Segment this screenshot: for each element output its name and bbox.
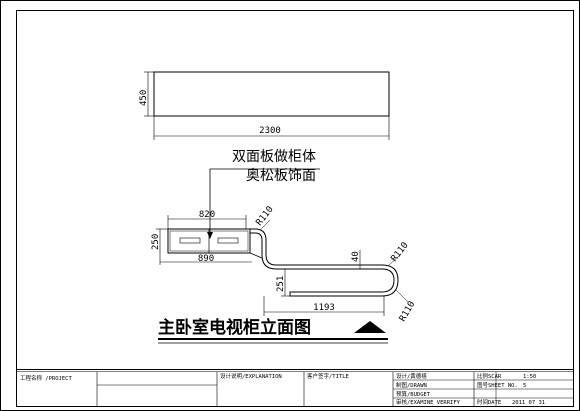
tb-design-label: 设计/黄德禧 (396, 372, 427, 380)
material-note-line1: 双面板做柜体 (232, 149, 316, 165)
plan-radius-dim-2: R110 (389, 241, 410, 264)
tb-scale-value: 1:50 (523, 374, 536, 380)
tb-client-label: 客户签字/TITLE (307, 372, 349, 380)
front-width-dim: 2300 (259, 126, 281, 136)
tb-date-label: 时间DATE (477, 398, 501, 406)
drawer-handle-right (217, 237, 239, 244)
plan-step-dim: 251 (276, 276, 286, 292)
bent-board-outer (250, 228, 399, 297)
sheet-inner-border (16, 10, 574, 407)
tb-budget-label: 预算/BUDGET (396, 390, 431, 398)
drawing-title: 主卧室电视柜立面图 (158, 317, 311, 338)
tb-sheet-label: 图号SHEET NO. (477, 381, 518, 389)
tb-sheet-value: 5 (523, 383, 526, 389)
plan-length-dim: 1193 (313, 303, 335, 313)
note-leader-arrow (207, 232, 213, 239)
plan-left-dim: 250 (151, 234, 161, 250)
drawer-handle-left (179, 237, 201, 244)
plan-bottom-dim: 890 (198, 254, 214, 264)
plan-mid-dim: 40 (351, 251, 361, 262)
plan-view: 820 250 890 R110 R110 R110 40 251 1193 (151, 205, 417, 324)
tb-project-label: 工程名称 /PROJECT (20, 374, 72, 382)
tb-verify-label: 审核/EXAMINE VERRIFY (396, 398, 461, 406)
plan-radius-dim-3: R110 (398, 300, 418, 324)
tb-date-value: 2011 07 31 (512, 400, 545, 406)
drawing-title-block: 主卧室电视柜立面图 (158, 317, 388, 344)
tb-explanation-label: 设计说明/EXPLANATION (220, 372, 282, 380)
tb-scale-label: 比例SCAR (477, 372, 502, 380)
front-view: 450 2300 (139, 71, 390, 140)
note-leader-line (209, 168, 320, 236)
cabinet-front-outline (153, 71, 390, 117)
plan-radius-dim-1: R110 (254, 205, 275, 228)
front-height-dim: 450 (139, 90, 149, 106)
material-note-line2: 奥松板饰面 (246, 167, 316, 184)
tb-drawn-label: 制图/DRAWN (396, 381, 427, 389)
material-notes: 双面板做柜体 奥松板饰面 (207, 149, 320, 239)
plan-top-dim: 820 (199, 210, 215, 220)
section-arrow-icon (354, 321, 386, 333)
title-block: 工程名称 /PROJECT 设计说明/EXPLANATION 客户签字/TITL… (16, 369, 574, 407)
